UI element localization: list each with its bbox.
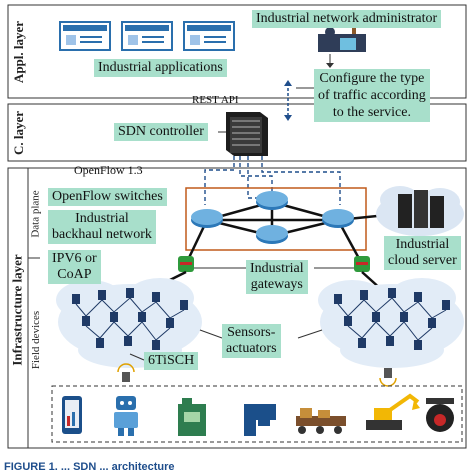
switch-icons [191, 191, 354, 244]
openflow-switches-box [185, 187, 367, 251]
figure-caption: FIGURE 1. ... SDN ... architecture [4, 461, 175, 473]
infrastructure-layer-frame [7, 167, 467, 449]
press-icon [244, 404, 276, 436]
gateway-icons [178, 256, 370, 272]
sdn-controller-icon [226, 112, 268, 156]
infrastructure-layer-label: Infrastructure layer [10, 254, 25, 366]
application-layer-frame [7, 4, 467, 99]
backhaul-network-label: Industrial backhaul network [48, 210, 156, 244]
data-plane-label: Data plane [29, 178, 43, 250]
cloud-server-icon [376, 186, 464, 236]
robot-icon [114, 396, 138, 436]
wireless-icon-left [117, 363, 135, 382]
gateways-label: Industrial gateways [246, 260, 308, 294]
field-devices-label: Field devices [29, 300, 43, 380]
administrator-label: Industrial network administrator [252, 10, 442, 28]
excavator-icon [366, 393, 420, 430]
openflow-switches-label: OpenFlow switches [48, 188, 167, 206]
control-layer-frame [7, 103, 467, 162]
openflow-version-label: OpenFlow 1.3 [74, 163, 143, 177]
sdn-controller-label: SDN controller [114, 123, 208, 141]
conveyor-icon [296, 408, 346, 434]
camera-icon [426, 398, 454, 432]
protocols-label: IPV6 or CoAP [48, 250, 101, 284]
tablet-icon [62, 396, 82, 434]
configure-traffic-label: Configure the type of traffic according … [314, 69, 430, 122]
industrial-applications-label: Industrial applications [94, 59, 227, 77]
application-layer-label: Appl. layer [9, 6, 29, 97]
field-devices-box [51, 385, 463, 443]
sixtisch-label: 6TiSCH [144, 352, 199, 370]
application-monitors [59, 21, 235, 51]
control-layer-label: C. layer [9, 105, 29, 160]
sensors-actuators-label: Sensors- actuators [222, 324, 281, 358]
cloud-server-label: Industrial cloud server [384, 236, 461, 270]
machine-icon [178, 398, 206, 436]
wireless-icon-right [379, 368, 397, 387]
sensor-cloud-right [318, 278, 464, 368]
rest-api-label: REST API [192, 94, 239, 106]
